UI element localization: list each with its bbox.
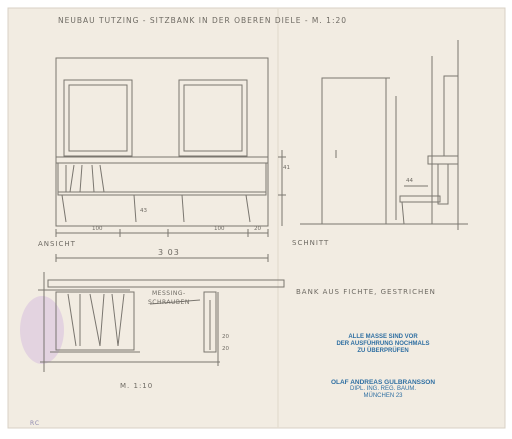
detail-seat-plank — [47, 279, 285, 288]
dim-20b: 20 — [222, 346, 229, 352]
slat — [99, 164, 105, 193]
label-schrauben: SCHRAUBEN — [148, 299, 190, 306]
drawing-title: NEUBAU TUTZING - SITZBANK IN DER OBEREN … — [58, 16, 348, 25]
detail-slat — [99, 293, 105, 347]
right-picture-inner — [183, 84, 243, 152]
label-messing: MESSING- — [152, 290, 186, 297]
footrest-section — [399, 195, 441, 203]
stamp-upper-line2: DER AUSFÜHRUNG NOCHMALS — [336, 340, 430, 347]
detail-support — [203, 291, 217, 353]
front-elevation — [55, 57, 286, 262]
label-scale: M. 1:10 — [120, 382, 154, 390]
detail-m110 — [38, 272, 285, 372]
detail-box — [55, 291, 135, 351]
stamp-lower-line1: OLAF ANDREAS GULBRANSSON — [330, 379, 436, 386]
wall-outline — [55, 57, 269, 227]
leg — [61, 194, 67, 223]
detail-slat — [67, 293, 77, 347]
dim-seg-left: 100 — [92, 226, 103, 232]
right-picture-frame — [178, 79, 248, 157]
paper-background — [7, 7, 506, 429]
stamp-lower-line2: DIPL. ING. REG. BAUM. — [349, 386, 416, 393]
dim-20a: 20 — [222, 334, 229, 340]
stamp-upper-line1: ALLE MASSE SIND VOR — [348, 334, 418, 340]
support-section — [437, 163, 449, 205]
slat — [91, 164, 95, 193]
dim-seg-right: 20 — [254, 226, 261, 232]
dim-41: 41 — [283, 165, 290, 171]
label-schnitt: SCHNITT — [292, 239, 330, 247]
dim-seg-mid: 100 — [214, 226, 225, 232]
dim-43: 43 — [140, 208, 147, 214]
dim-44: 44 — [406, 178, 413, 184]
label-ansicht: ANSICHT — [38, 240, 76, 248]
bench-body — [57, 162, 267, 196]
section-view — [300, 40, 468, 230]
left-picture-inner — [68, 84, 128, 152]
detail-slat — [89, 293, 101, 347]
leg — [245, 194, 251, 223]
slat — [69, 164, 75, 193]
left-picture-frame — [63, 79, 133, 157]
label-material: BANK AUS FICHTE, GESTRICHEN — [296, 288, 436, 296]
leg — [133, 194, 137, 223]
section-leg — [401, 201, 405, 225]
purple-stain — [20, 296, 64, 364]
stamp-lower-line3: MÜNCHEN 23 — [363, 393, 403, 400]
stamp-check-dimensions: ALLE MASSE SIND VOR DER AUSFÜHRUNG NOCHM… — [318, 334, 448, 355]
leg — [181, 194, 185, 223]
detail-slat — [117, 293, 125, 347]
leader-line — [149, 299, 201, 305]
dim-total-width: 3 03 — [158, 248, 180, 257]
slat — [79, 164, 83, 193]
stamp-architect: OLAF ANDREAS GULBRANSSON DIPL. ING. REG.… — [318, 379, 448, 400]
stamp-upper-line3: ZU ÜBERPRÜFEN — [357, 347, 409, 354]
archive-number: RC — [30, 420, 41, 427]
detail-slat — [111, 293, 119, 347]
